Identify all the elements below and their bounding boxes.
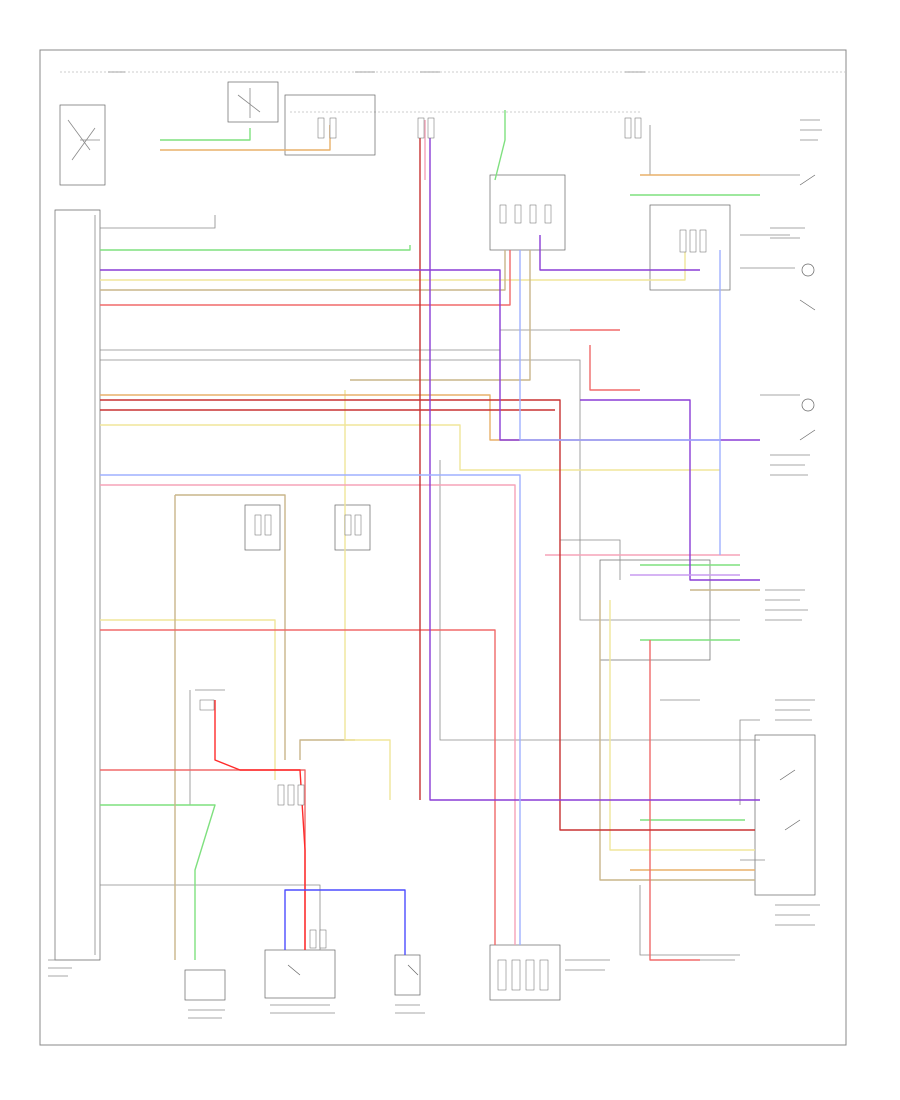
small-labels bbox=[48, 71, 822, 1019]
neutral-safety-switch bbox=[489, 944, 561, 1001]
main-relay bbox=[227, 81, 279, 123]
ecm-connector-block bbox=[54, 209, 101, 961]
purple-wires bbox=[100, 125, 760, 801]
sensor-group-b bbox=[334, 504, 371, 551]
sensor-circle-b bbox=[801, 398, 815, 412]
connector-pins bbox=[199, 117, 707, 991]
cruise-control-box bbox=[649, 204, 731, 291]
blue-wires bbox=[100, 250, 721, 955]
sensor-group-a bbox=[244, 504, 281, 551]
green-wires bbox=[100, 110, 760, 960]
red-wires bbox=[100, 120, 740, 961]
crankshaft-position-sensor bbox=[184, 969, 226, 1001]
vehicle-speed-sensor bbox=[394, 954, 421, 996]
relay-box-top-left bbox=[59, 104, 106, 186]
yellow-wires bbox=[100, 240, 760, 960]
diagram-frame bbox=[39, 49, 847, 1046]
sensor-circle-a bbox=[801, 263, 815, 277]
darkred-wires bbox=[100, 125, 755, 831]
switch-symbols bbox=[287, 174, 816, 976]
sensor-group-c bbox=[489, 174, 566, 251]
transmission-solenoid-box bbox=[754, 734, 816, 896]
fuse-block-top bbox=[284, 94, 376, 156]
throttle-position-sensor bbox=[264, 949, 336, 999]
